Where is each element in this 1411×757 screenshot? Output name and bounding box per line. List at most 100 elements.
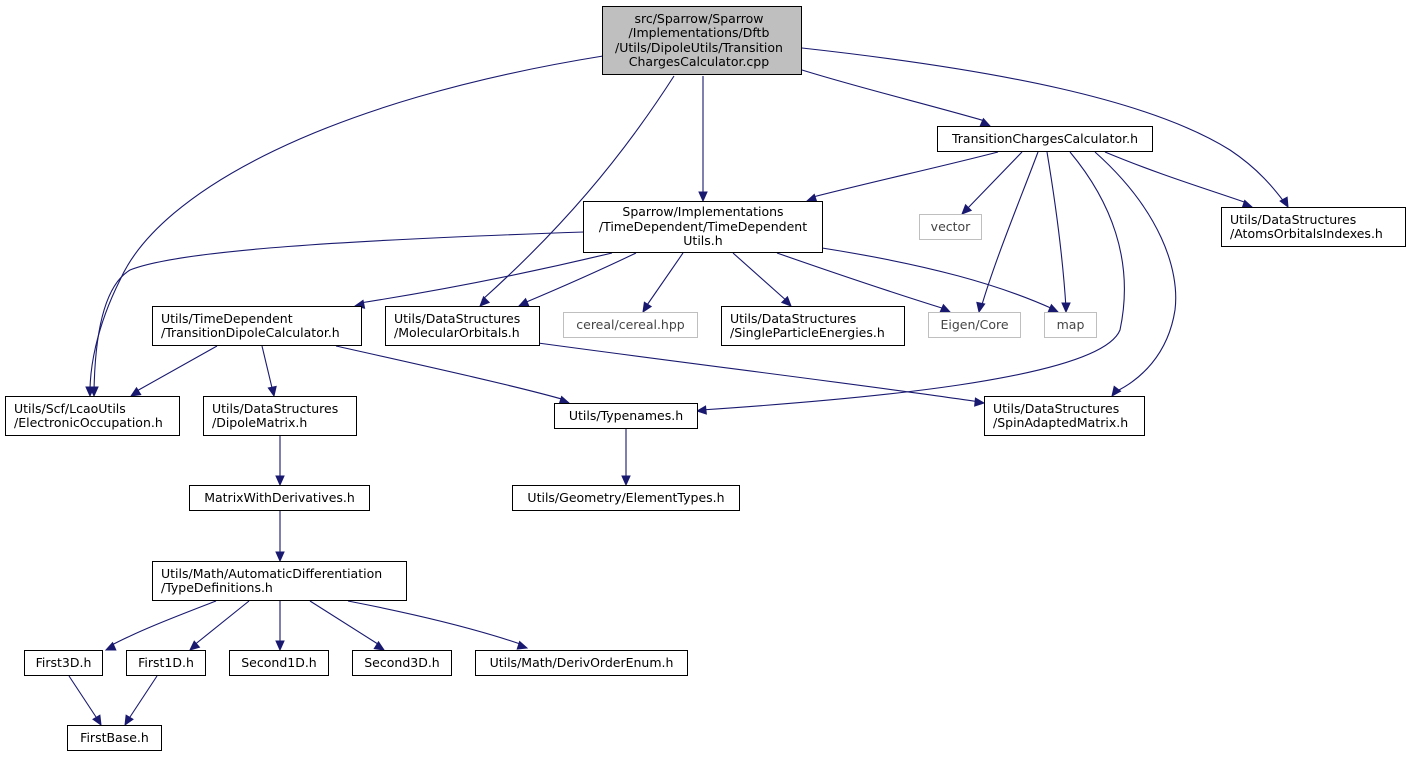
edge-line-molecular-orbitals-to-spin-adapted-matrix <box>537 342 981 403</box>
edge-line-tdu-to-electronic-occupation <box>93 231 585 393</box>
edge-line-tch-to-time-dependent-utils <box>812 151 999 198</box>
edge-line-tdc-to-dipole-matrix <box>261 345 274 393</box>
edge-tch-to-map <box>1046 151 1071 314</box>
arrowhead-matrix-with-derivatives-to-type-definitions <box>275 551 285 563</box>
edge-line-tch-to-atoms-orbitals-indexes <box>1104 151 1248 204</box>
edge-line-tdu-to-molecular-orbitals <box>523 252 637 304</box>
arrowhead-type-definitions-to-first3d <box>104 641 117 651</box>
edge-tch-to-typenames <box>695 151 1125 415</box>
arrowhead-type-definitions-to-first1d <box>189 640 201 651</box>
arrowhead-tdu-to-map <box>1047 303 1060 313</box>
arrowhead-tdu-to-molecular-orbitals <box>517 297 530 307</box>
arrowhead-molecular-orbitals-to-spin-adapted-matrix <box>974 397 986 407</box>
edge-tch-to-spin-adapted-matrix <box>1094 151 1177 397</box>
edge-line-tch-to-typenames <box>700 151 1125 411</box>
edge-tdu-to-electronic-occupation <box>89 231 585 398</box>
arrowhead-tch-to-vector <box>961 203 973 215</box>
edge-type-definitions-to-second3d <box>309 600 386 651</box>
edge-molecular-orbitals-to-spin-adapted-matrix <box>537 342 986 407</box>
edge-root-to-time-dependent-utils <box>698 76 708 203</box>
edge-root-to-atoms-orbitals-indexes <box>801 47 1289 209</box>
edge-line-tdu-to-eigen-core <box>776 252 946 310</box>
edge-type-definitions-to-second1d <box>275 601 285 652</box>
node-vector: vector <box>919 214 982 240</box>
edge-line-tdu-to-single-particle-energies <box>732 252 789 303</box>
edge-tdu-to-eigen-core <box>776 252 952 313</box>
edge-line-tdc-to-electronic-occupation <box>134 345 218 393</box>
node-transition-charges-calculator-h[interactable]: TransitionChargesCalculator.h <box>937 126 1153 152</box>
node-molecular-orbitals[interactable]: Utils/DataStructures /MolecularOrbitals.… <box>385 306 540 346</box>
arrowhead-type-definitions-to-deriv-order-enum <box>516 640 529 650</box>
edge-line-tch-to-spin-adapted-matrix <box>1094 151 1177 393</box>
edge-dipole-matrix-to-matrix-with-derivatives <box>275 436 285 487</box>
edge-line-tdu-to-map <box>821 247 1054 310</box>
node-time-dependent-utils[interactable]: Sparrow/Implementations /TimeDependent/T… <box>583 201 823 253</box>
edge-line-tdc-to-typenames <box>335 345 566 401</box>
edge-line-root-to-transition-charges-h <box>801 69 986 122</box>
edge-first1d-to-first-base <box>124 675 158 727</box>
node-dipole-matrix[interactable]: Utils/DataStructures /DipoleMatrix.h <box>203 396 357 436</box>
arrowhead-tch-to-typenames <box>695 405 707 415</box>
node-second1d[interactable]: Second1D.h <box>229 650 329 676</box>
arrowhead-tdu-to-single-particle-energies <box>780 295 792 307</box>
edge-line-first1d-to-first-base <box>127 675 158 721</box>
node-cereal: cereal/cereal.hpp <box>563 312 698 338</box>
arrowhead-tdu-to-electronic-occupation <box>89 386 99 398</box>
edge-line-tdu-to-cereal <box>644 252 684 309</box>
node-single-particle-energies[interactable]: Utils/DataStructures /SingleParticleEner… <box>721 306 905 346</box>
node-map: map <box>1044 312 1097 338</box>
edge-typenames-to-element-types <box>621 429 631 487</box>
edge-tdu-to-single-particle-energies <box>732 252 792 307</box>
arrowhead-tch-to-spin-adapted-matrix <box>1111 385 1122 397</box>
edge-line-root-to-electronic-occupation <box>89 55 604 393</box>
edge-line-type-definitions-to-deriv-order-enum <box>347 600 524 646</box>
arrowhead-tdu-to-cereal <box>642 301 653 314</box>
node-matrix-with-derivatives[interactable]: MatrixWithDerivatives.h <box>189 485 370 511</box>
edge-type-definitions-to-deriv-order-enum <box>347 600 529 650</box>
edge-type-definitions-to-first3d <box>104 600 217 651</box>
arrowhead-root-to-time-dependent-utils <box>698 191 708 203</box>
edge-tdc-to-typenames <box>335 345 571 405</box>
edge-line-tdu-to-transition-dipole-calculator <box>359 252 613 304</box>
edge-tch-to-vector <box>961 151 1023 215</box>
node-spin-adapted-matrix[interactable]: Utils/DataStructures /SpinAdaptedMatrix.… <box>984 396 1145 436</box>
node-first-base[interactable]: FirstBase.h <box>67 725 162 751</box>
arrowhead-tdc-to-electronic-occupation <box>129 386 142 397</box>
node-electronic-occupation[interactable]: Utils/Scf/LcaoUtils /ElectronicOccupatio… <box>5 396 180 436</box>
arrowhead-tch-to-eigen-core <box>976 301 986 314</box>
node-transition-dipole-calculator[interactable]: Utils/TimeDependent /TransitionDipoleCal… <box>152 306 362 346</box>
edge-first3d-to-first-base <box>68 675 102 727</box>
edge-line-type-definitions-to-first3d <box>109 600 217 647</box>
edge-root-to-transition-charges-h <box>801 69 992 127</box>
node-first3d[interactable]: First3D.h <box>24 650 103 676</box>
arrowhead-first1d-to-first-base <box>124 714 134 727</box>
node-element-types[interactable]: Utils/Geometry/ElementTypes.h <box>512 485 740 511</box>
edge-root-to-molecular-orbitals <box>479 75 675 307</box>
edge-tdu-to-cereal <box>642 252 684 314</box>
edge-line-first3d-to-first-base <box>68 675 99 721</box>
edge-line-root-to-atoms-orbitals-indexes <box>801 47 1286 204</box>
arrowhead-dipole-matrix-to-matrix-with-derivatives <box>275 475 285 487</box>
node-first1d[interactable]: First1D.h <box>126 650 206 676</box>
arrowhead-tdc-to-dipole-matrix <box>267 385 277 398</box>
arrowhead-typenames-to-element-types <box>621 475 631 487</box>
node-typenames[interactable]: Utils/Typenames.h <box>554 403 698 429</box>
edge-tch-to-atoms-orbitals-indexes <box>1104 151 1254 209</box>
edge-line-tch-to-vector <box>965 151 1023 211</box>
edge-line-root-to-molecular-orbitals <box>481 75 675 301</box>
edge-line-tch-to-eigen-core <box>980 151 1039 309</box>
edge-line-type-definitions-to-first1d <box>192 600 250 647</box>
edge-tdc-to-dipole-matrix <box>261 345 277 398</box>
node-second3d[interactable]: Second3D.h <box>352 650 452 676</box>
node-type-definitions[interactable]: Utils/Math/AutomaticDifferentiation /Typ… <box>152 561 407 601</box>
node-root-file[interactable]: src/Sparrow/Sparrow /Implementations/Dft… <box>602 6 802 75</box>
edge-line-tch-to-map <box>1046 151 1067 309</box>
node-atoms-orbitals-indexes[interactable]: Utils/DataStructures /AtomsOrbitalsIndex… <box>1221 207 1406 247</box>
arrowhead-tdu-to-eigen-core <box>939 303 952 313</box>
edge-line-type-definitions-to-second3d <box>309 600 382 647</box>
arrowhead-tch-to-map <box>1061 302 1071 314</box>
node-deriv-order-enum[interactable]: Utils/Math/DerivOrderEnum.h <box>475 650 688 676</box>
edge-tch-to-time-dependent-utils <box>805 151 999 203</box>
